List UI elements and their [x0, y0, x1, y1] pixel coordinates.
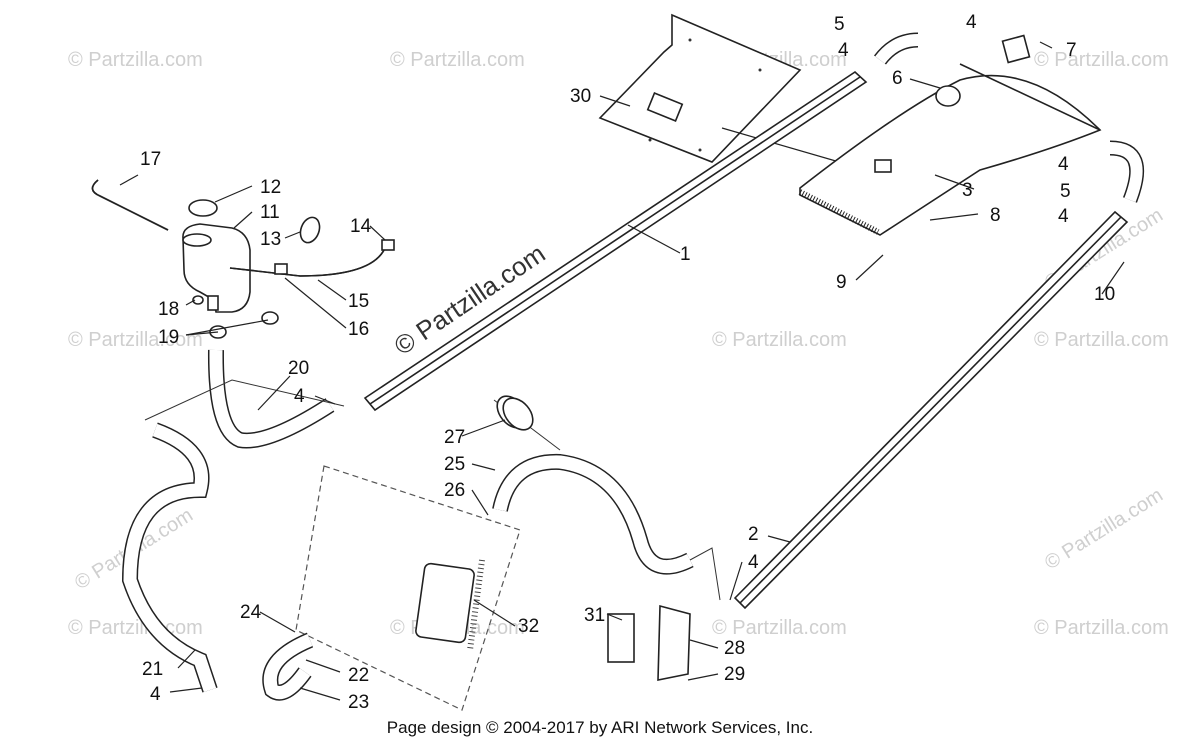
callout-26: 26 — [444, 480, 465, 501]
callout-3: 3 — [962, 180, 973, 201]
watermark: © Partzilla.com — [1034, 49, 1169, 71]
callout-13: 13 — [260, 229, 281, 250]
part-hose-20 — [209, 349, 334, 448]
callout-16: 16 — [348, 319, 369, 340]
callout-12: 12 — [260, 177, 281, 198]
part-hose-23 — [263, 634, 313, 700]
watermark: © Partzilla.com — [712, 617, 847, 639]
part-pad-31 — [607, 613, 635, 663]
part-hose-15 — [229, 249, 385, 277]
callout-4: 4 — [294, 386, 305, 407]
copyright-footer: Page design © 2004-2017 by ARI Network S… — [386, 718, 814, 737]
callout-17: 17 — [140, 149, 161, 170]
watermark: © Partzilla.com — [1034, 329, 1169, 351]
part-cooler-right — [733, 210, 1129, 610]
callout-30: 30 — [570, 86, 591, 107]
part-clamp-19 — [261, 311, 279, 325]
watermark: © Partzilla.com — [68, 329, 203, 351]
callout-14: 14 — [350, 216, 372, 237]
callout-28: 28 — [724, 638, 745, 659]
callout-21: 21 — [142, 659, 163, 680]
callout-10: 10 — [1094, 284, 1115, 305]
callout-29: 29 — [724, 664, 745, 685]
callout-19: 19 — [158, 327, 179, 348]
part-floor-plate — [598, 13, 802, 163]
callout-18: 18 — [158, 299, 179, 320]
callout-31: 31 — [584, 605, 605, 626]
callout-15: 15 — [348, 291, 369, 312]
part-clamp-16 — [274, 263, 288, 275]
callout-32: 32 — [518, 616, 539, 637]
part-clamp-14 — [381, 239, 395, 251]
callout-4: 4 — [1058, 154, 1069, 175]
watermark: © Partzilla.com — [68, 617, 203, 639]
watermark: © Partzilla.com — [68, 49, 203, 71]
watermark: © Partzilla.com — [712, 329, 847, 351]
part-hose-21 — [123, 423, 217, 693]
callout-4: 4 — [150, 684, 161, 705]
part-hose-25 — [493, 455, 693, 574]
callout-11: 11 — [260, 202, 280, 223]
callout-6: 6 — [892, 68, 903, 89]
callout-1: 1 — [680, 244, 691, 265]
callout-22: 22 — [348, 665, 369, 686]
part-vent-hose — [91, 179, 169, 231]
callout-4: 4 — [966, 12, 977, 33]
watermark: © Partzilla.com — [1034, 617, 1169, 639]
callout-5: 5 — [834, 14, 845, 35]
part-expansion-tank — [182, 199, 251, 313]
callout-27: 27 — [444, 427, 465, 448]
part-cooler-left — [363, 70, 868, 412]
callout-4: 4 — [1058, 206, 1069, 227]
callout-4: 4 — [748, 552, 759, 573]
callout-20: 20 — [288, 358, 309, 379]
callout-8: 8 — [990, 205, 1001, 226]
callouts: 1 2 3 4 4 4 4 4 4 4 5 5 6 7 8 9 10 11 12… — [140, 12, 1115, 713]
callout-23: 23 — [348, 692, 369, 713]
callout-2: 2 — [748, 524, 759, 545]
watermark: © Partzilla.com — [390, 49, 525, 71]
part-clip-18 — [192, 295, 204, 305]
watermark: © Partzilla.com — [1041, 484, 1167, 574]
callout-24: 24 — [240, 602, 262, 623]
part-heat-exchanger — [798, 63, 1102, 236]
part-mount-7 — [1001, 34, 1031, 64]
part-radiator — [295, 465, 521, 711]
callout-9: 9 — [836, 272, 847, 293]
callout-4: 4 — [838, 40, 849, 61]
part-clamp-13 — [299, 216, 321, 244]
callout-5: 5 — [1060, 181, 1071, 202]
callout-25: 25 — [444, 454, 465, 475]
part-bracket-28 — [657, 604, 691, 681]
callout-7: 7 — [1066, 40, 1077, 61]
